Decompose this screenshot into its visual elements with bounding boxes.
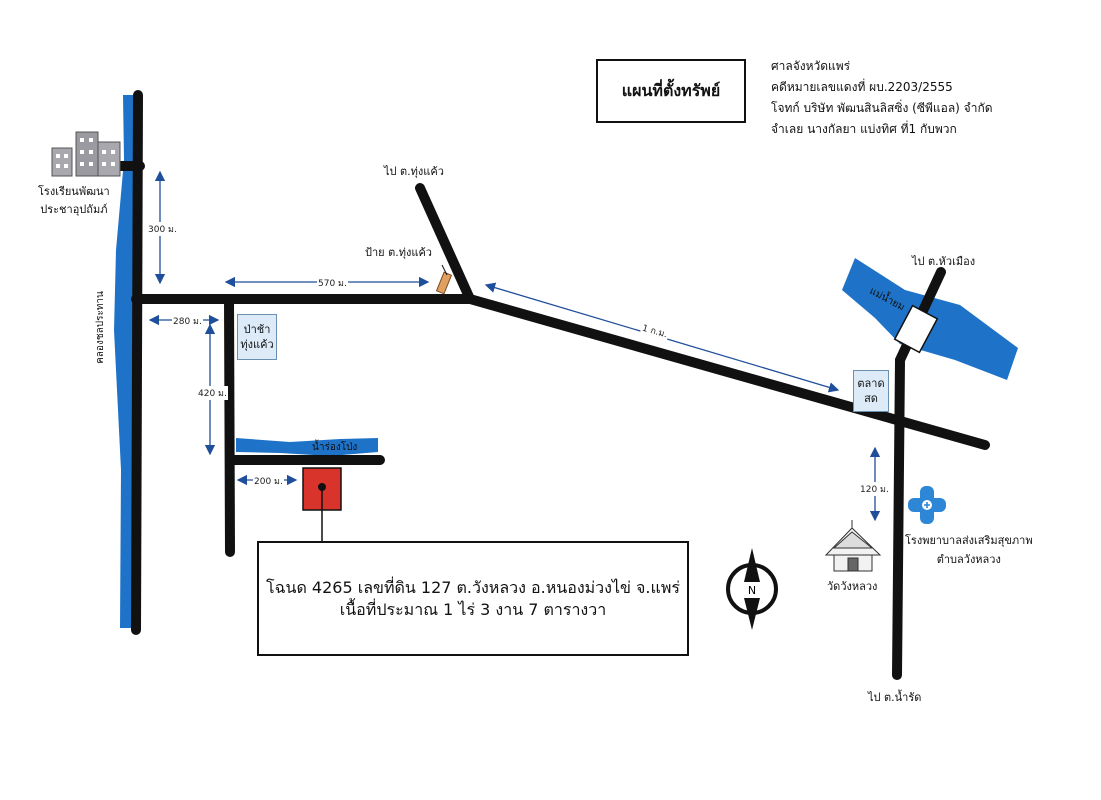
case-info-defendant: จำเลย นางกัลยา แบ่งทิศ ที่1 กับพวก bbox=[771, 122, 957, 136]
case-info: ศาลจังหวัดแพร่ คดีหมายเลขแดงที่ ผบ.2203/… bbox=[771, 56, 993, 140]
case-info-case-number: คดีหมายเลขแดงที่ ผบ.2203/2555 bbox=[771, 80, 953, 94]
to-thung-kaeo-label: ไป ต.ทุ่งแค้ว bbox=[384, 165, 444, 178]
road-to-thung-kaeo bbox=[415, 183, 475, 304]
temple-icon bbox=[824, 520, 882, 572]
case-info-court: ศาลจังหวัดแพร่ bbox=[771, 59, 851, 73]
hospital-icon bbox=[908, 486, 946, 524]
thung-kaeo-sign bbox=[435, 271, 453, 295]
hospital-label: โรงพยาบาลส่งเสริมสุขภาพ ตำบลวังหลวง bbox=[905, 531, 1033, 569]
deed-line-2: เนื้อที่ประมาณ 1 ไร่ 3 งาน 7 ตารางวา bbox=[339, 599, 607, 619]
case-info-plaintiff: โจทก์ บริษัท พัฒนสินลิสซิ่ง (ซีพีแอล) จำ… bbox=[771, 101, 993, 115]
market-box: ตลาด สด bbox=[853, 370, 889, 412]
road-left-vertical bbox=[131, 90, 143, 635]
distance-570m: 570 ม. bbox=[317, 276, 348, 290]
to-nam-rat-label: ไป ต.น้ำรัด bbox=[868, 691, 922, 704]
north-label: N bbox=[748, 584, 756, 597]
distance-200m: 200 ม. bbox=[253, 474, 284, 488]
deed-info-box: โฉนด 4265 เลขที่ดิน 127 ต.วังหลวง อ.หนอง… bbox=[257, 541, 689, 656]
temple-label: วัดวังหลวง bbox=[827, 580, 878, 593]
school-label: โรงเรียนพัฒนา ประชาอุปถัมภ์ bbox=[38, 185, 110, 216]
canal-label: คลองชลประทาน bbox=[94, 291, 106, 364]
market-label-2: สด bbox=[864, 392, 878, 405]
hospital-label-2: ตำบลวังหลวง bbox=[936, 553, 1001, 566]
sign-leader-line bbox=[441, 264, 448, 276]
bridge bbox=[893, 304, 939, 354]
sign-thung-kaeo-label: ป้าย ต.ทุ่งแค้ว bbox=[365, 246, 432, 259]
distance-300m: 300 ม. bbox=[147, 222, 178, 236]
cemetery-label-1: ป่าช้า bbox=[243, 323, 271, 336]
cemetery-box: ป่าช้า ทุ่งแค้ว bbox=[237, 314, 277, 360]
road-right-vertical bbox=[892, 267, 946, 680]
to-hua-mueang-label: ไป ต.หัวเมือง bbox=[912, 255, 976, 268]
distance-420m: 420 ม. bbox=[197, 386, 228, 400]
school-building-icon bbox=[51, 131, 121, 177]
deed-line-1: โฉนด 4265 เลขที่ดิน 127 ต.วังหลวง อ.หนอง… bbox=[266, 577, 680, 597]
rong-pong-stream bbox=[236, 438, 378, 456]
market-label-1: ตลาด bbox=[857, 377, 885, 390]
distance-120m: 120 ม. bbox=[859, 482, 890, 496]
map-title: แผนที่ตั้งทรัพย์ bbox=[621, 80, 721, 100]
hospital-label-1: โรงพยาบาลส่งเสริมสุขภาพ bbox=[905, 534, 1033, 547]
distance-280m: 280 ม. bbox=[172, 314, 203, 328]
cemetery-label-2: ทุ่งแค้ว bbox=[240, 338, 274, 351]
north-arrow-icon: N bbox=[726, 548, 778, 630]
stream-label: น้ำร่องโป่ง bbox=[312, 442, 358, 453]
map-title-box: แผนที่ตั้งทรัพย์ bbox=[596, 59, 746, 123]
road-forest-vertical bbox=[224, 294, 235, 557]
